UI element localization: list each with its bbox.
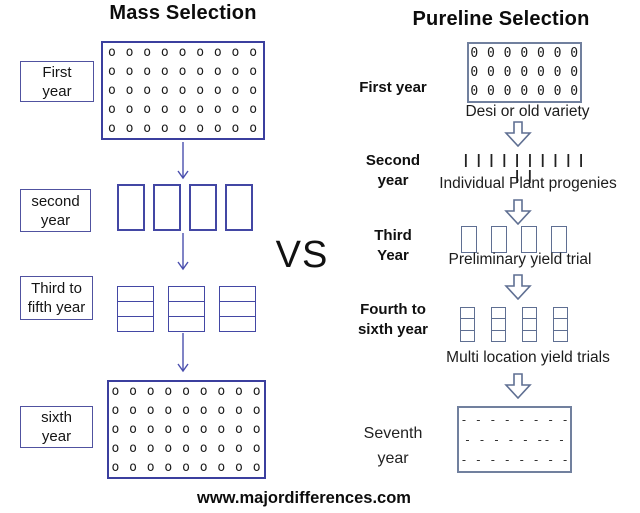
plant-row: o o o o o o o o o (107, 64, 259, 79)
segmented-plot-rectangle (491, 307, 506, 342)
dash-row: - - - - - - - - (460, 452, 569, 467)
segmented-plot-rectangle (219, 286, 256, 332)
pureline-fourth-sixth-year-label: Fourth to sixth year (348, 300, 438, 340)
plot-rectangle (551, 226, 567, 253)
segmented-plot-rectangle (168, 286, 205, 332)
plot-rectangle (117, 184, 145, 231)
mass-second-year-plots (117, 184, 253, 231)
plant-row: o o o o o o o o o (107, 45, 259, 60)
segmented-plot-rectangle (522, 307, 537, 342)
pureline-fourth-sixth-year-caption: Multi location yield trials (446, 349, 610, 366)
block-down-arrow-icon (504, 199, 532, 225)
pureline-second-year-caption: Individual Plant progenies (439, 175, 617, 192)
down-arrow-icon (177, 233, 189, 271)
plant-row: o o o o o o o o o (111, 422, 262, 437)
label-line: year (377, 450, 409, 467)
mass-first-year-label: First year (20, 61, 94, 102)
block-down-arrow-icon (504, 121, 532, 147)
plot-rectangle (153, 184, 181, 231)
label-line: Third to (31, 280, 82, 297)
plant-row: 0 0 0 0 0 0 0 (470, 65, 579, 80)
segmented-plot-rectangle (553, 307, 568, 342)
label-line: Year (377, 247, 409, 264)
down-arrow-icon (177, 333, 189, 373)
mass-third-fifth-year-plots (117, 286, 256, 332)
versus-text: VS (275, 234, 329, 276)
plot-rectangle (491, 226, 507, 253)
plant-row: 0 0 0 0 0 0 0 (470, 46, 579, 61)
label-line: Fourth to (360, 301, 426, 318)
plant-row: 0 0 0 0 0 0 0 (470, 84, 579, 99)
plant-grid: 0 0 0 0 0 0 0 0 0 0 0 0 0 0 0 0 0 0 0 0 … (469, 44, 580, 101)
label-line: year (42, 82, 72, 100)
mass-first-year-plot: o o o o o o o o o o o o o o o o o o o o … (101, 41, 265, 140)
mass-third-fifth-year-label: Third to fifth year (20, 276, 93, 320)
plant-grid: o o o o o o o o o o o o o o o o o o o o … (109, 382, 264, 477)
mass-selection-title: Mass Selection (109, 2, 257, 24)
pureline-second-year-label: Second year (348, 151, 438, 191)
pureline-third-year-plots (461, 226, 567, 253)
label-line: sixth (41, 409, 72, 426)
block-down-arrow-icon (504, 373, 532, 399)
mass-sixth-year-plot: o o o o o o o o o o o o o o o o o o o o … (107, 380, 266, 479)
plant-row: o o o o o o o o o (111, 403, 262, 418)
plot-rectangle (225, 184, 253, 231)
label-line: sixth year (357, 321, 429, 338)
label-line: year (40, 211, 71, 229)
segmented-plot-rectangle (117, 286, 154, 332)
plant-row: o o o o o o o o o (107, 83, 259, 98)
plant-row: o o o o o o o o o (111, 441, 262, 456)
label-line: year (41, 428, 72, 445)
dash-row: - - - - - - - - (460, 412, 569, 427)
plant-row: o o o o o o o o o (111, 460, 262, 475)
pureline-first-year-label: First year (359, 79, 427, 96)
label-line: year (377, 172, 409, 189)
pureline-fourth-sixth-year-plots (460, 307, 568, 342)
dash-row: - - - - - -- - (463, 432, 566, 447)
plant-row: o o o o o o o o o (107, 102, 259, 117)
pureline-third-year-label: Third Year (348, 226, 438, 266)
segmented-plot-rectangle (460, 307, 475, 342)
plot-rectangle (521, 226, 537, 253)
plant-grid: o o o o o o o o o o o o o o o o o o o o … (103, 43, 263, 138)
plot-rectangle (461, 226, 477, 253)
label-line: Third (374, 227, 412, 244)
mass-sixth-year-label: sixth year (20, 406, 93, 448)
label-line: First (42, 63, 72, 81)
label-line: Second (365, 152, 421, 169)
plant-row: o o o o o o o o o (107, 121, 259, 136)
block-down-arrow-icon (504, 274, 532, 300)
pureline-first-year-caption: Desi or old variety (465, 103, 590, 120)
label-line: Seventh (363, 425, 423, 442)
pureline-third-year-caption: Preliminary yield trial (448, 251, 592, 268)
down-arrow-icon (177, 142, 189, 180)
label-line: second (31, 192, 80, 210)
website-watermark: www.majordifferences.com (197, 489, 411, 507)
plant-row: o o o o o o o o o (111, 384, 262, 399)
mass-second-year-label: second year (20, 189, 91, 232)
dash-grid: - - - - - - - - - - - - - -- - - - - - -… (459, 408, 570, 471)
pureline-first-year-plot: 0 0 0 0 0 0 0 0 0 0 0 0 0 0 0 0 0 0 0 0 … (467, 42, 582, 103)
pureline-seventh-year-plot: - - - - - - - - - - - - - -- - - - - - -… (457, 406, 572, 473)
pureline-seventh-year-label: Seventh year (348, 424, 438, 469)
label-line: fifth year (27, 299, 86, 316)
plant-progeny-bars: | | | | | | | | | | | | (463, 151, 585, 183)
pureline-selection-title: Pureline Selection (412, 8, 590, 30)
plot-rectangle (189, 184, 217, 231)
